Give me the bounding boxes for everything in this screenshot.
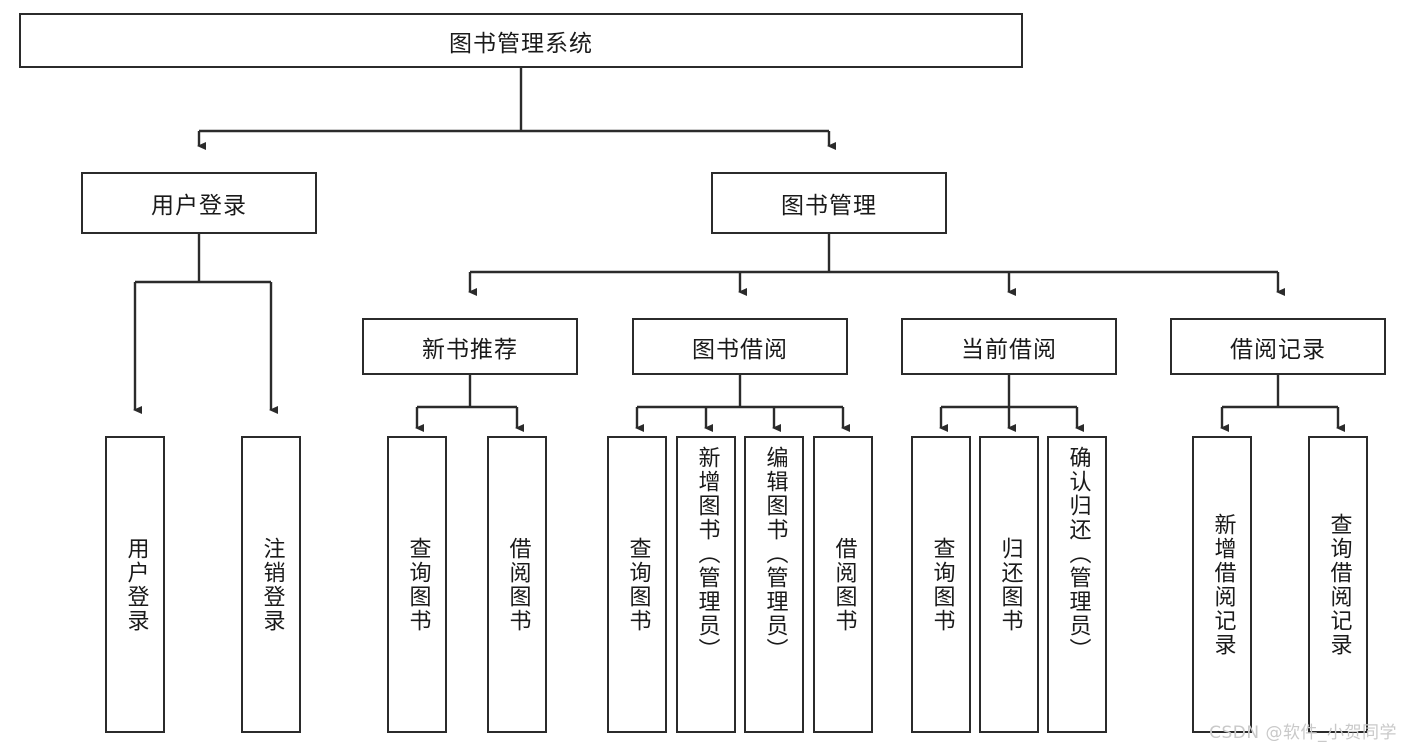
node-new-book-recommendation[interactable]: 新书推荐 [362,318,578,375]
leaf-label: 借阅图书 [831,536,857,633]
leaf-label: 查询借阅记录 [1326,512,1352,657]
leaf-label: 新增图书（管理员） [694,446,720,662]
leaf-new-book-query-book[interactable]: 查询图书 [387,436,447,733]
leaf-inner: 查询图书 [609,446,665,723]
watermark-text: CSDN @软件_小贺同学 [1209,723,1397,743]
leaf-label: 查询图书 [405,536,431,633]
leaf-label: 新增借阅记录 [1210,512,1236,657]
leaf-inner: 注销登录 [243,446,299,723]
leaf-label: 用户登录 [123,536,149,633]
leaf-label: 编辑图书（管理员） [762,446,788,662]
node-user-login[interactable]: 用户登录 [81,172,317,234]
node-current-borrow-label: 当前借阅 [961,336,1057,363]
leaf-inner: 新增图书（管理员） [678,446,734,723]
leaf-inner: 借阅图书 [815,446,871,723]
leaf-label: 归还图书 [997,536,1023,633]
leaf-user-login-logout[interactable]: 注销登录 [241,436,301,733]
node-book-management-label: 图书管理 [781,193,877,219]
node-user-login-label: 用户登录 [151,193,247,219]
node-root-label: 图书管理系统 [449,30,593,57]
leaf-inner: 用户登录 [107,446,163,723]
leaf-label: 注销登录 [259,536,285,633]
leaf-inner: 借阅图书 [489,446,545,723]
leaf-book-borrow-add-book-admin[interactable]: 新增图书（管理员） [676,436,736,733]
node-borrow-record-label: 借阅记录 [1230,336,1326,363]
leaf-current-borrow-confirm-return-admin[interactable]: 确认归还（管理员） [1047,436,1107,733]
leaf-book-borrow-borrow-book[interactable]: 借阅图书 [813,436,873,733]
leaf-inner: 查询图书 [389,446,445,723]
leaf-inner: 编辑图书（管理员） [746,446,802,723]
leaf-label: 确认归还（管理员） [1065,446,1091,662]
leaf-book-borrow-edit-book-admin[interactable]: 编辑图书（管理员） [744,436,804,733]
node-current-borrow[interactable]: 当前借阅 [901,318,1117,375]
node-new-book-recommendation-label: 新书推荐 [422,336,518,363]
node-book-borrow[interactable]: 图书借阅 [632,318,848,375]
leaf-current-borrow-query-book[interactable]: 查询图书 [911,436,971,733]
leaf-borrow-record-add-record[interactable]: 新增借阅记录 [1192,436,1252,733]
leaf-inner: 归还图书 [981,446,1037,723]
leaf-user-login-login[interactable]: 用户登录 [105,436,165,733]
leaf-new-book-borrow-book[interactable]: 借阅图书 [487,436,547,733]
leaf-label: 借阅图书 [505,536,531,633]
node-borrow-record[interactable]: 借阅记录 [1170,318,1386,375]
leaf-label: 查询图书 [625,536,651,633]
leaf-inner: 查询图书 [913,446,969,723]
leaf-label: 查询图书 [929,536,955,633]
node-book-management[interactable]: 图书管理 [711,172,947,234]
leaf-inner: 确认归还（管理员） [1049,446,1105,723]
node-root-book-management-system[interactable]: 图书管理系统 [19,13,1023,68]
leaf-book-borrow-query-book[interactable]: 查询图书 [607,436,667,733]
node-book-borrow-label: 图书借阅 [692,336,788,363]
leaf-current-borrow-return-book[interactable]: 归还图书 [979,436,1039,733]
leaf-inner: 查询借阅记录 [1310,446,1366,723]
leaf-borrow-record-query-record[interactable]: 查询借阅记录 [1308,436,1368,733]
leaf-inner: 新增借阅记录 [1194,446,1250,723]
